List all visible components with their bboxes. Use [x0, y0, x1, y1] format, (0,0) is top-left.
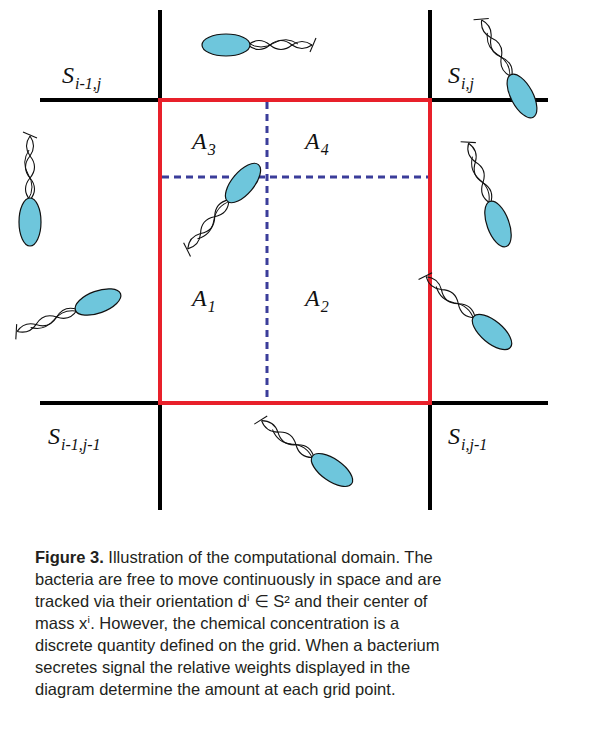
- grid-symbol: A: [192, 128, 207, 156]
- grid-index: i,j-1: [461, 436, 487, 454]
- figure-caption: Figure 3. Illustration of the computatio…: [35, 546, 449, 700]
- weight-dividers: [162, 102, 428, 401]
- grid-index: 3: [208, 141, 216, 159]
- grid-symbol: A: [305, 128, 320, 156]
- grid-index: i-1,j: [75, 75, 101, 93]
- grid-symbol: S: [448, 423, 460, 451]
- bacteria: [10, 11, 543, 492]
- grid-symbol: S: [62, 62, 74, 90]
- grid-symbol: S: [48, 423, 60, 451]
- grid-symbol: A: [192, 285, 207, 313]
- grid-index: 1: [208, 298, 216, 316]
- grid-index: 2: [321, 298, 329, 316]
- grid-index: i-1,j-1: [61, 436, 101, 454]
- grid-index: 4: [321, 141, 329, 159]
- grid-symbol: A: [305, 285, 320, 313]
- grid-symbol: S: [448, 62, 460, 90]
- grid-lines: [40, 10, 548, 510]
- grid-index: i,j: [461, 75, 474, 93]
- grid-cell-square: [160, 100, 430, 403]
